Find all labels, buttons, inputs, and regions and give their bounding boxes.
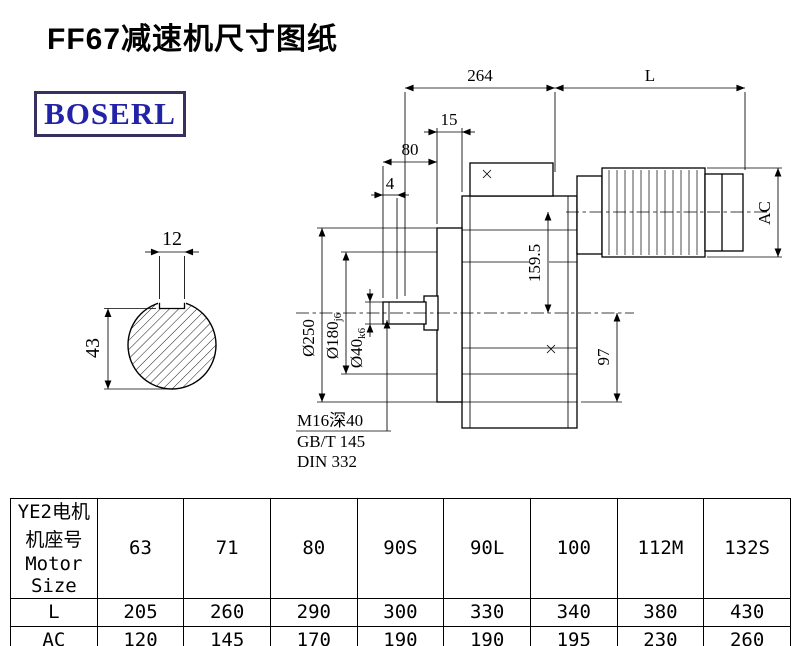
table-row-AC: AC 120 145 170 190 190 195 230 260 xyxy=(10,625,791,646)
dim-80-label: 80 xyxy=(402,140,419,159)
dim-264-L: 264 L xyxy=(404,66,746,296)
cell-AC-5: 195 xyxy=(529,625,618,646)
dim-15-label: 15 xyxy=(441,110,458,129)
dim-12: 12 xyxy=(145,228,199,299)
row-label-AC: AC xyxy=(10,625,98,646)
motor-size-header-en: Motor Size xyxy=(25,553,83,597)
cell-AC-2: 170 xyxy=(269,625,358,646)
thread-note-label: M16深40 xyxy=(297,411,363,430)
motor-size-header: YE2电机机座号 Motor Size xyxy=(10,498,98,599)
size-col-6: 112M xyxy=(616,498,705,599)
dim-4-label: 4 xyxy=(386,174,395,193)
cell-L-7: 430 xyxy=(703,597,791,627)
cell-AC-0: 120 xyxy=(96,625,185,646)
dim-97: 97 xyxy=(581,313,622,403)
dim-dia-40: Ø40k6 xyxy=(347,289,383,368)
dim-4: 4 xyxy=(371,174,409,299)
cell-L-0: 205 xyxy=(96,597,185,627)
center-hole-note: M16深40 GB/T 145 DIN 332 xyxy=(296,320,391,471)
size-col-7: 132S xyxy=(703,498,791,599)
keyway xyxy=(158,302,186,310)
dim-97-label: 97 xyxy=(594,348,613,366)
cell-AC-1: 145 xyxy=(183,625,271,646)
output-flange xyxy=(436,227,463,403)
size-col-1: 71 xyxy=(183,498,271,599)
gearbox-top-cover xyxy=(469,162,554,197)
dim-dia-40-label: Ø40k6 xyxy=(347,327,368,368)
bolt-mark-icon xyxy=(482,169,556,354)
dim-12-label: 12 xyxy=(162,228,182,250)
cell-L-4: 330 xyxy=(443,597,531,627)
dimension-table: YE2电机机座号 Motor Size 63 71 80 90S 90L 100… xyxy=(10,498,791,646)
cell-AC-4: 190 xyxy=(443,625,531,646)
table-header-row: YE2电机机座号 Motor Size 63 71 80 90S 90L 100… xyxy=(10,498,791,599)
cell-L-1: 260 xyxy=(183,597,271,627)
cell-L-3: 300 xyxy=(356,597,445,627)
dim-80: 80 xyxy=(382,140,437,298)
motor-adapter xyxy=(576,175,603,255)
size-col-2: 80 xyxy=(269,498,358,599)
dim-15: 15 xyxy=(424,110,475,224)
motor-size-header-cn: YE2电机机座号 xyxy=(17,501,90,551)
page-title: FF67减速机尺寸图纸 xyxy=(47,23,339,56)
row-label-L: L xyxy=(10,597,98,627)
cell-L-5: 340 xyxy=(529,597,618,627)
dim-AC-label: AC xyxy=(755,201,774,225)
dim-159-5: 159.5 xyxy=(525,212,552,313)
cell-L-6: 380 xyxy=(616,597,705,627)
size-col-4: 90L xyxy=(443,498,531,599)
shaft-section-view xyxy=(127,293,217,390)
dim-43: 43 xyxy=(82,308,168,390)
brand-logo: BOSERL xyxy=(34,91,186,137)
dim-dia-250-label: Ø250 xyxy=(299,319,318,357)
gearbox-assembly xyxy=(382,162,744,429)
dim-43-label: 43 xyxy=(82,338,104,358)
gearbox-housing xyxy=(461,195,578,429)
dim-264-label: 264 xyxy=(467,66,493,85)
gbt-note-label: GB/T 145 xyxy=(297,432,365,451)
cell-AC-7: 260 xyxy=(703,625,791,646)
dim-dia-180: Ø180j6 xyxy=(323,251,437,375)
technical-drawing: 264 L 15 80 4 xyxy=(82,66,782,471)
motor-fan-cover xyxy=(704,173,744,252)
size-col-0: 63 xyxy=(96,498,185,599)
dim-L-label: L xyxy=(645,66,655,85)
cell-L-2: 290 xyxy=(269,597,358,627)
brand-logo-text: BOSERL xyxy=(44,96,176,131)
size-col-5: 100 xyxy=(529,498,618,599)
cell-AC-6: 230 xyxy=(616,625,705,646)
size-col-3: 90S xyxy=(356,498,445,599)
dim-dia-250: Ø250 xyxy=(299,227,437,403)
dim-dia-180-label: Ø180j6 xyxy=(323,312,344,359)
motor-fins xyxy=(608,170,698,255)
din-note-label: DIN 332 xyxy=(297,452,357,471)
dim-159-5-label: 159.5 xyxy=(525,244,544,282)
table-row-L: L 205 260 290 300 330 340 380 430 xyxy=(10,597,791,627)
dim-AC: AC xyxy=(707,167,782,258)
cell-AC-3: 190 xyxy=(356,625,445,646)
motor-body xyxy=(601,167,706,258)
